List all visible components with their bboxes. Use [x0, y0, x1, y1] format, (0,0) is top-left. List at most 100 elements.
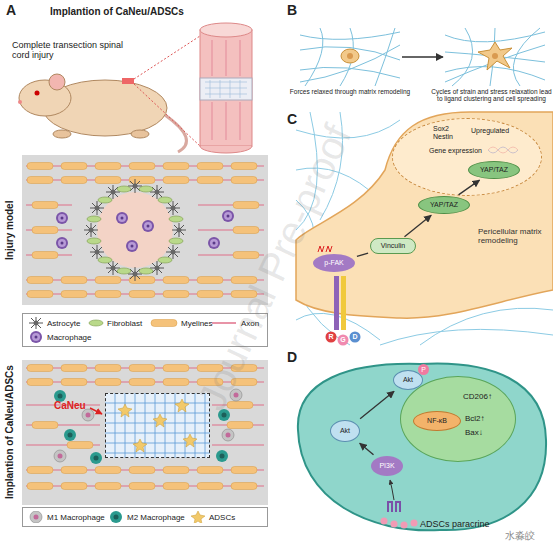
injury-panel-art-part	[233, 227, 259, 234]
injury-panel-art-part	[27, 291, 53, 298]
implant-panel-art-part	[105, 393, 210, 458]
injury-panel-art-part	[32, 227, 58, 234]
node-text: YAP/TAZ	[469, 162, 519, 178]
protein-oval: YAP/TAZ	[418, 196, 470, 214]
matrix-art-part	[445, 28, 545, 86]
injury-panel-art-part	[87, 238, 101, 244]
annotation: Pericellular matrix remodeling	[478, 228, 548, 246]
legend-item: M1 Macrophage	[28, 511, 105, 523]
implant-panel-art-part	[153, 414, 167, 427]
legend-item: Myelines	[150, 317, 213, 329]
injury-panel-art-part	[87, 216, 101, 222]
implant-panel-art-part	[61, 379, 87, 386]
panel-d-art-part	[298, 364, 546, 531]
rat-illustration-part	[53, 130, 71, 138]
injury-panel-art-part	[84, 223, 98, 237]
injury-panel-art-part	[117, 186, 131, 192]
injury-panel-art-part	[233, 202, 259, 209]
implant-panel-art-part	[163, 365, 189, 372]
matrix-art	[300, 28, 545, 86]
node-text: Upregulated	[471, 127, 509, 135]
implant-panel-art-part	[26, 368, 264, 486]
protein-oval: PI3K	[371, 456, 403, 476]
cell-art-part	[341, 49, 359, 63]
panel-letter: A	[6, 3, 16, 19]
legend-symbol	[191, 511, 205, 523]
panel-d-art-part	[388, 502, 400, 512]
implant-panel-art-part	[197, 483, 223, 490]
injury-panel-art-part	[197, 163, 223, 170]
injury-panel-art-part	[61, 177, 87, 184]
arrow-connector	[405, 215, 432, 236]
legend-symbol	[151, 320, 177, 327]
node-text: Cycles of strain and stress relaxation l…	[430, 88, 553, 103]
watermark: 水淼皎	[505, 530, 535, 541]
legend-symbol	[110, 511, 122, 523]
injury-panel-art-part	[222, 210, 234, 222]
ligand-letter: G	[338, 335, 348, 345]
implant-panel-art-part	[129, 379, 155, 386]
legend-item: ADSCs	[190, 511, 235, 523]
implant-panel-art-part	[133, 439, 147, 452]
injury-panel-art-part	[169, 238, 183, 244]
implant-panel-art-part	[95, 467, 121, 474]
legend-box	[22, 313, 268, 347]
injury-panel-art-part	[197, 277, 223, 284]
rat-illustration-part	[18, 100, 22, 104]
implant-panel-art-part	[32, 422, 58, 429]
rat-illustration-part	[205, 80, 247, 98]
node-text: Vinculin	[371, 239, 415, 253]
protein-circle: AktP	[393, 370, 423, 390]
node-text: Bax↓	[465, 429, 483, 438]
panel-d-art-part	[411, 520, 418, 527]
legend-item: Fibroblast	[88, 317, 142, 329]
implant-panel-art-part	[129, 483, 155, 490]
arrow-connector	[360, 391, 394, 418]
injury-panel-art-part	[163, 291, 189, 298]
implant-panel-art-part	[231, 379, 257, 386]
legend-sample	[108, 511, 124, 523]
panel-d-art-part	[401, 522, 408, 529]
protein-oval: p-FAK	[313, 254, 355, 272]
scaffold-box: CaNeu	[105, 393, 210, 458]
legend-text: Myelines	[181, 319, 213, 328]
injury-panel-art-part	[129, 163, 155, 170]
node-text: PI3K	[371, 456, 403, 476]
implant-panel-art-part	[27, 467, 53, 474]
legend-text: Axon	[241, 319, 259, 328]
nucleus-oval: CD206↑Bcl2↑Bax↓NF-κB	[400, 376, 516, 462]
injury-panel-art-part	[163, 163, 189, 170]
rat-illustration-part	[165, 115, 186, 152]
protein-circle: Akt	[330, 420, 360, 442]
cell-art	[341, 42, 512, 70]
implant-panel-art-part	[163, 379, 189, 386]
injury-panel-art-part	[56, 237, 68, 249]
protein-oval: NF-κB	[413, 411, 461, 431]
matrix-box: Cycles of strain and stress relaxation l…	[445, 28, 545, 86]
implant-panel-art-part	[67, 442, 93, 449]
panel-c-art-part	[350, 332, 361, 343]
implant-panel-art-part	[27, 365, 53, 372]
legend-sample	[190, 511, 206, 523]
panel-c-art-part	[334, 276, 339, 330]
rat-illustration-part	[134, 36, 200, 146]
injury-panel-art-part	[26, 166, 264, 294]
implant-panel-art-part	[118, 404, 132, 417]
node-text: CaNeu	[54, 400, 86, 411]
cell-art-part	[478, 42, 512, 70]
injury-panel-art-part	[129, 177, 155, 184]
injury-panel-art-part	[61, 291, 87, 298]
implant-panel-art-part	[230, 389, 242, 401]
implant-panel-art-part	[183, 434, 197, 447]
injury-panel-art-part	[97, 192, 173, 268]
implant-panel-art-part	[54, 450, 66, 462]
injury-panel-art-part	[169, 216, 183, 222]
injury-panel-art-part	[95, 291, 121, 298]
injury-panel-art-part	[166, 201, 180, 215]
implant-panel-art-part	[95, 379, 121, 386]
panel-letter: B	[287, 3, 297, 19]
injury-panel-art-part	[95, 177, 121, 184]
legend-symbol	[89, 320, 103, 326]
implant-panel-art-part	[61, 467, 87, 474]
